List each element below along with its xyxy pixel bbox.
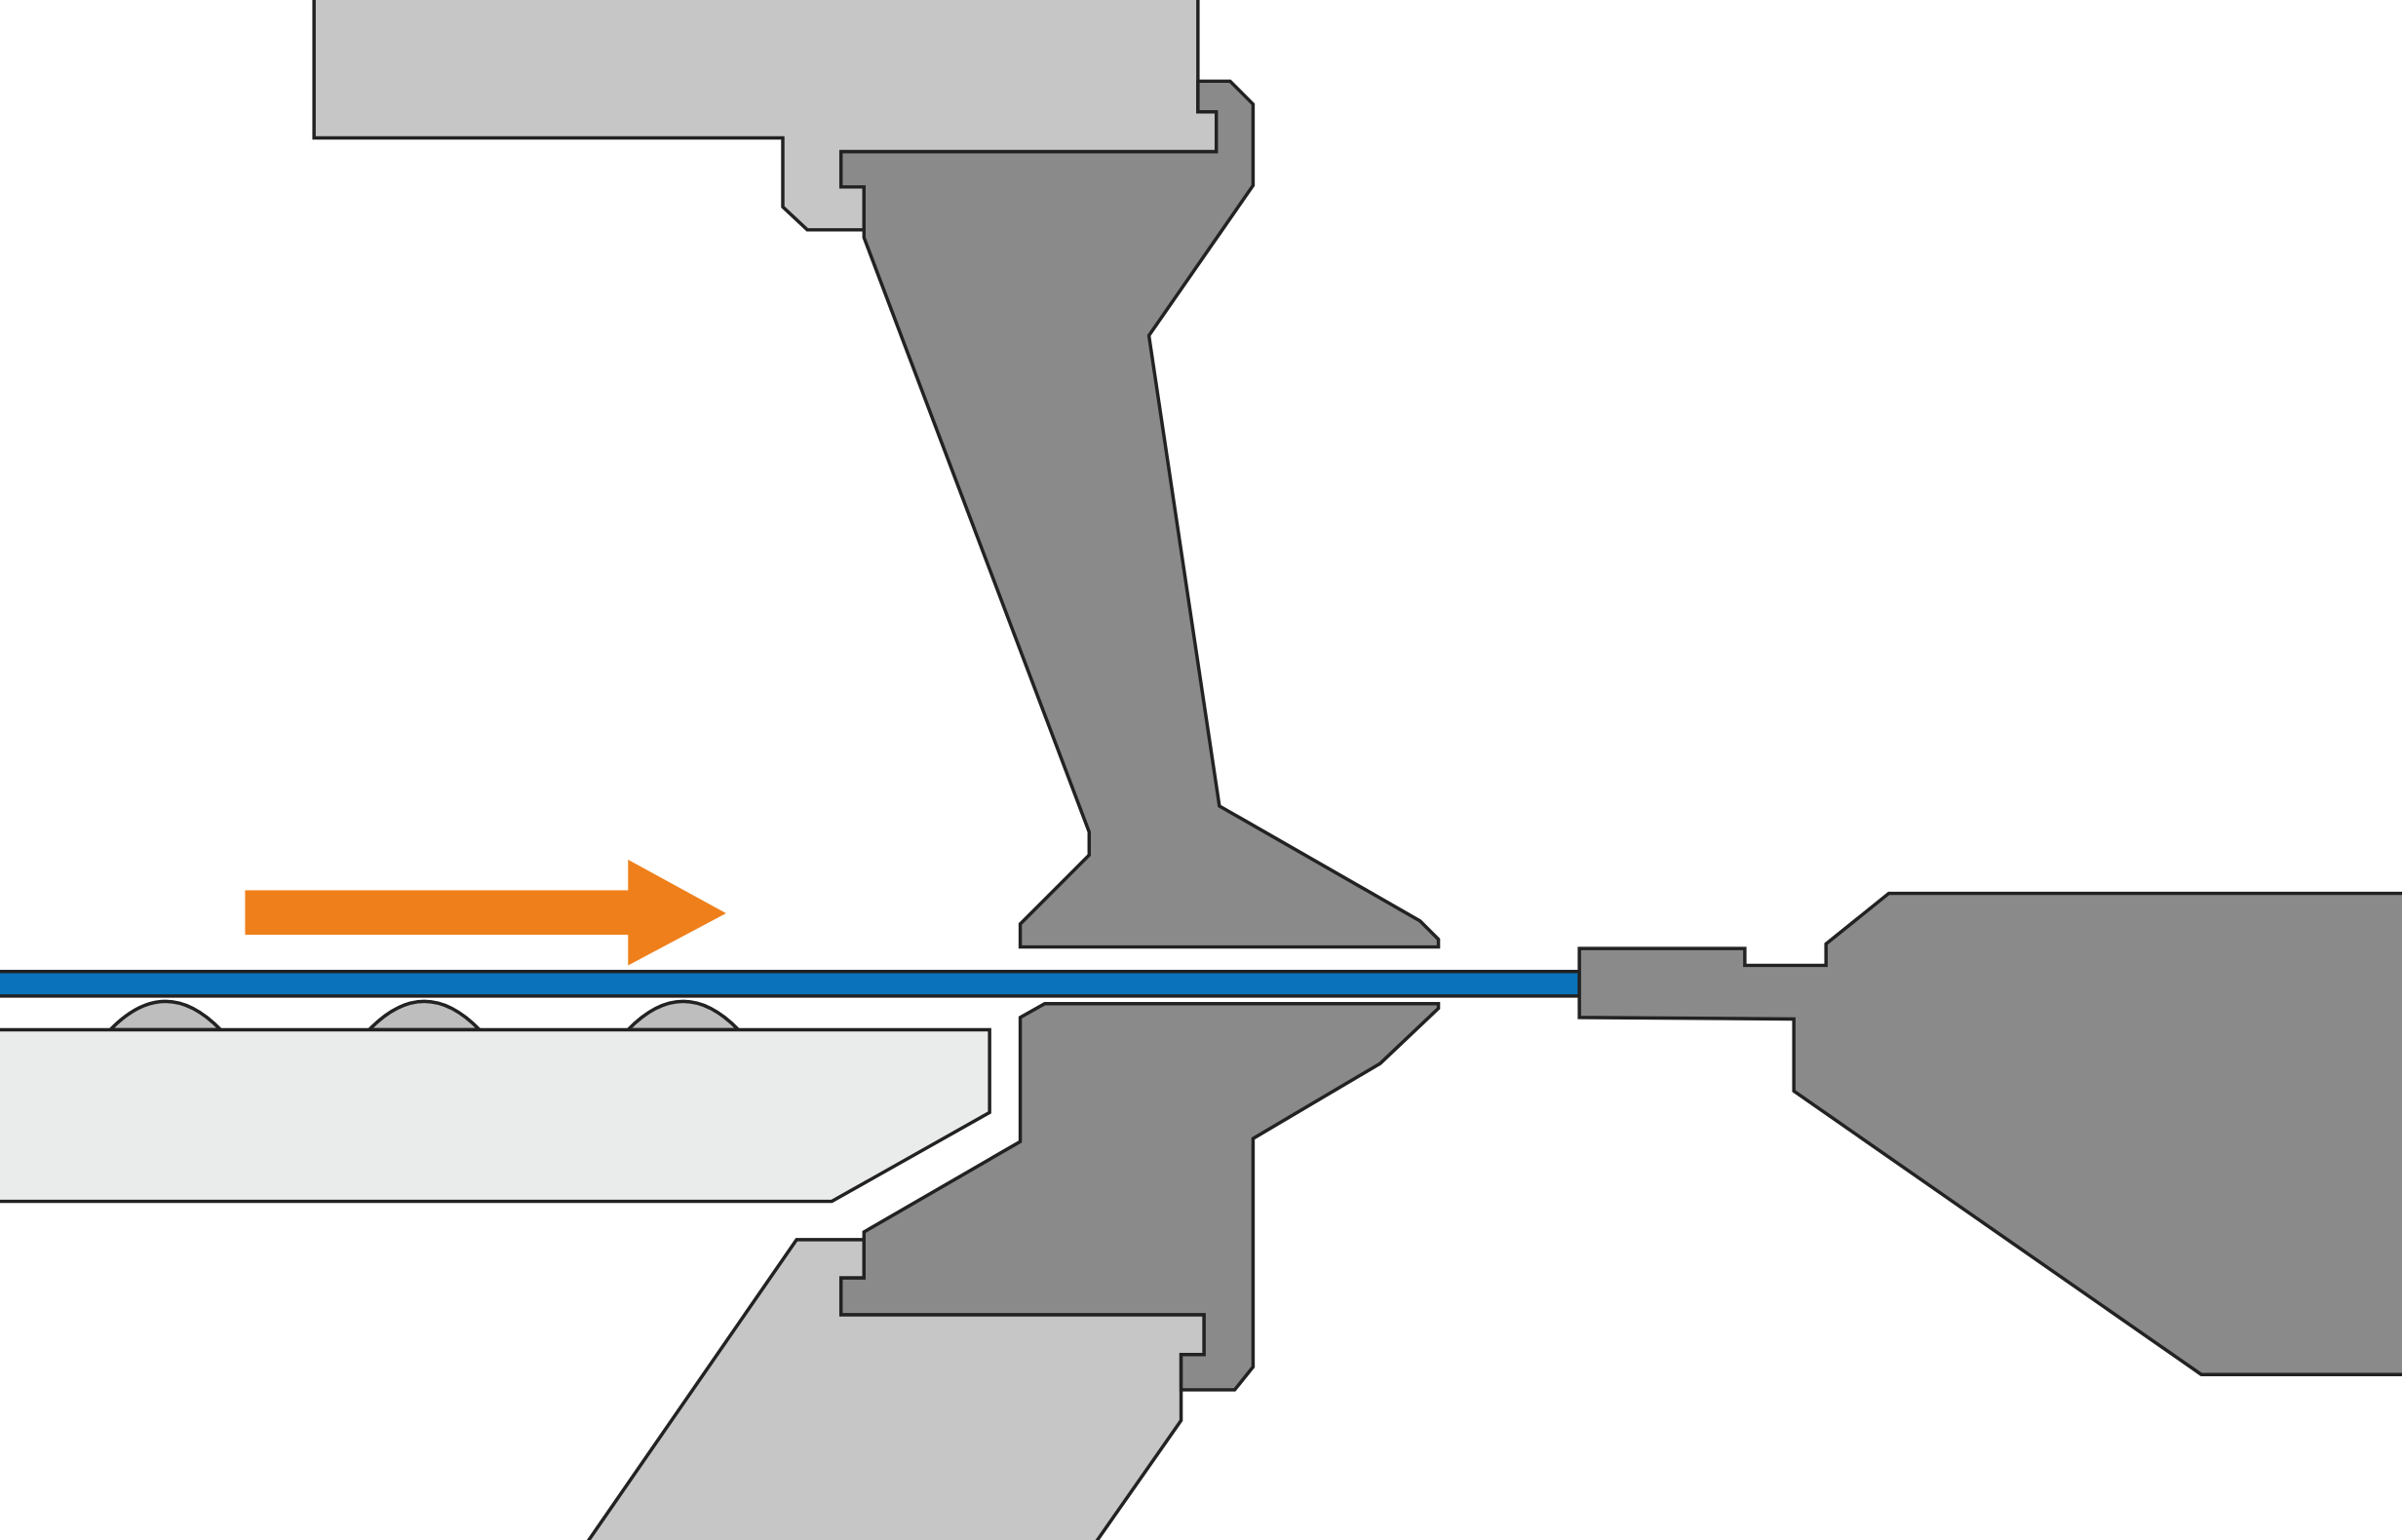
roller-ball bbox=[365, 999, 484, 1032]
support-table bbox=[0, 1027, 991, 1204]
upper-bending-blade bbox=[838, 79, 1441, 949]
arrow-right-icon bbox=[245, 859, 726, 966]
sheet-metal bbox=[0, 970, 1581, 998]
ball-transfer-rollers bbox=[106, 999, 743, 1032]
manipulator-gripper bbox=[1577, 891, 2402, 1376]
roller-ball bbox=[624, 999, 743, 1032]
lower-bending-blade bbox=[838, 1002, 1441, 1392]
roller-ball bbox=[106, 999, 225, 1032]
